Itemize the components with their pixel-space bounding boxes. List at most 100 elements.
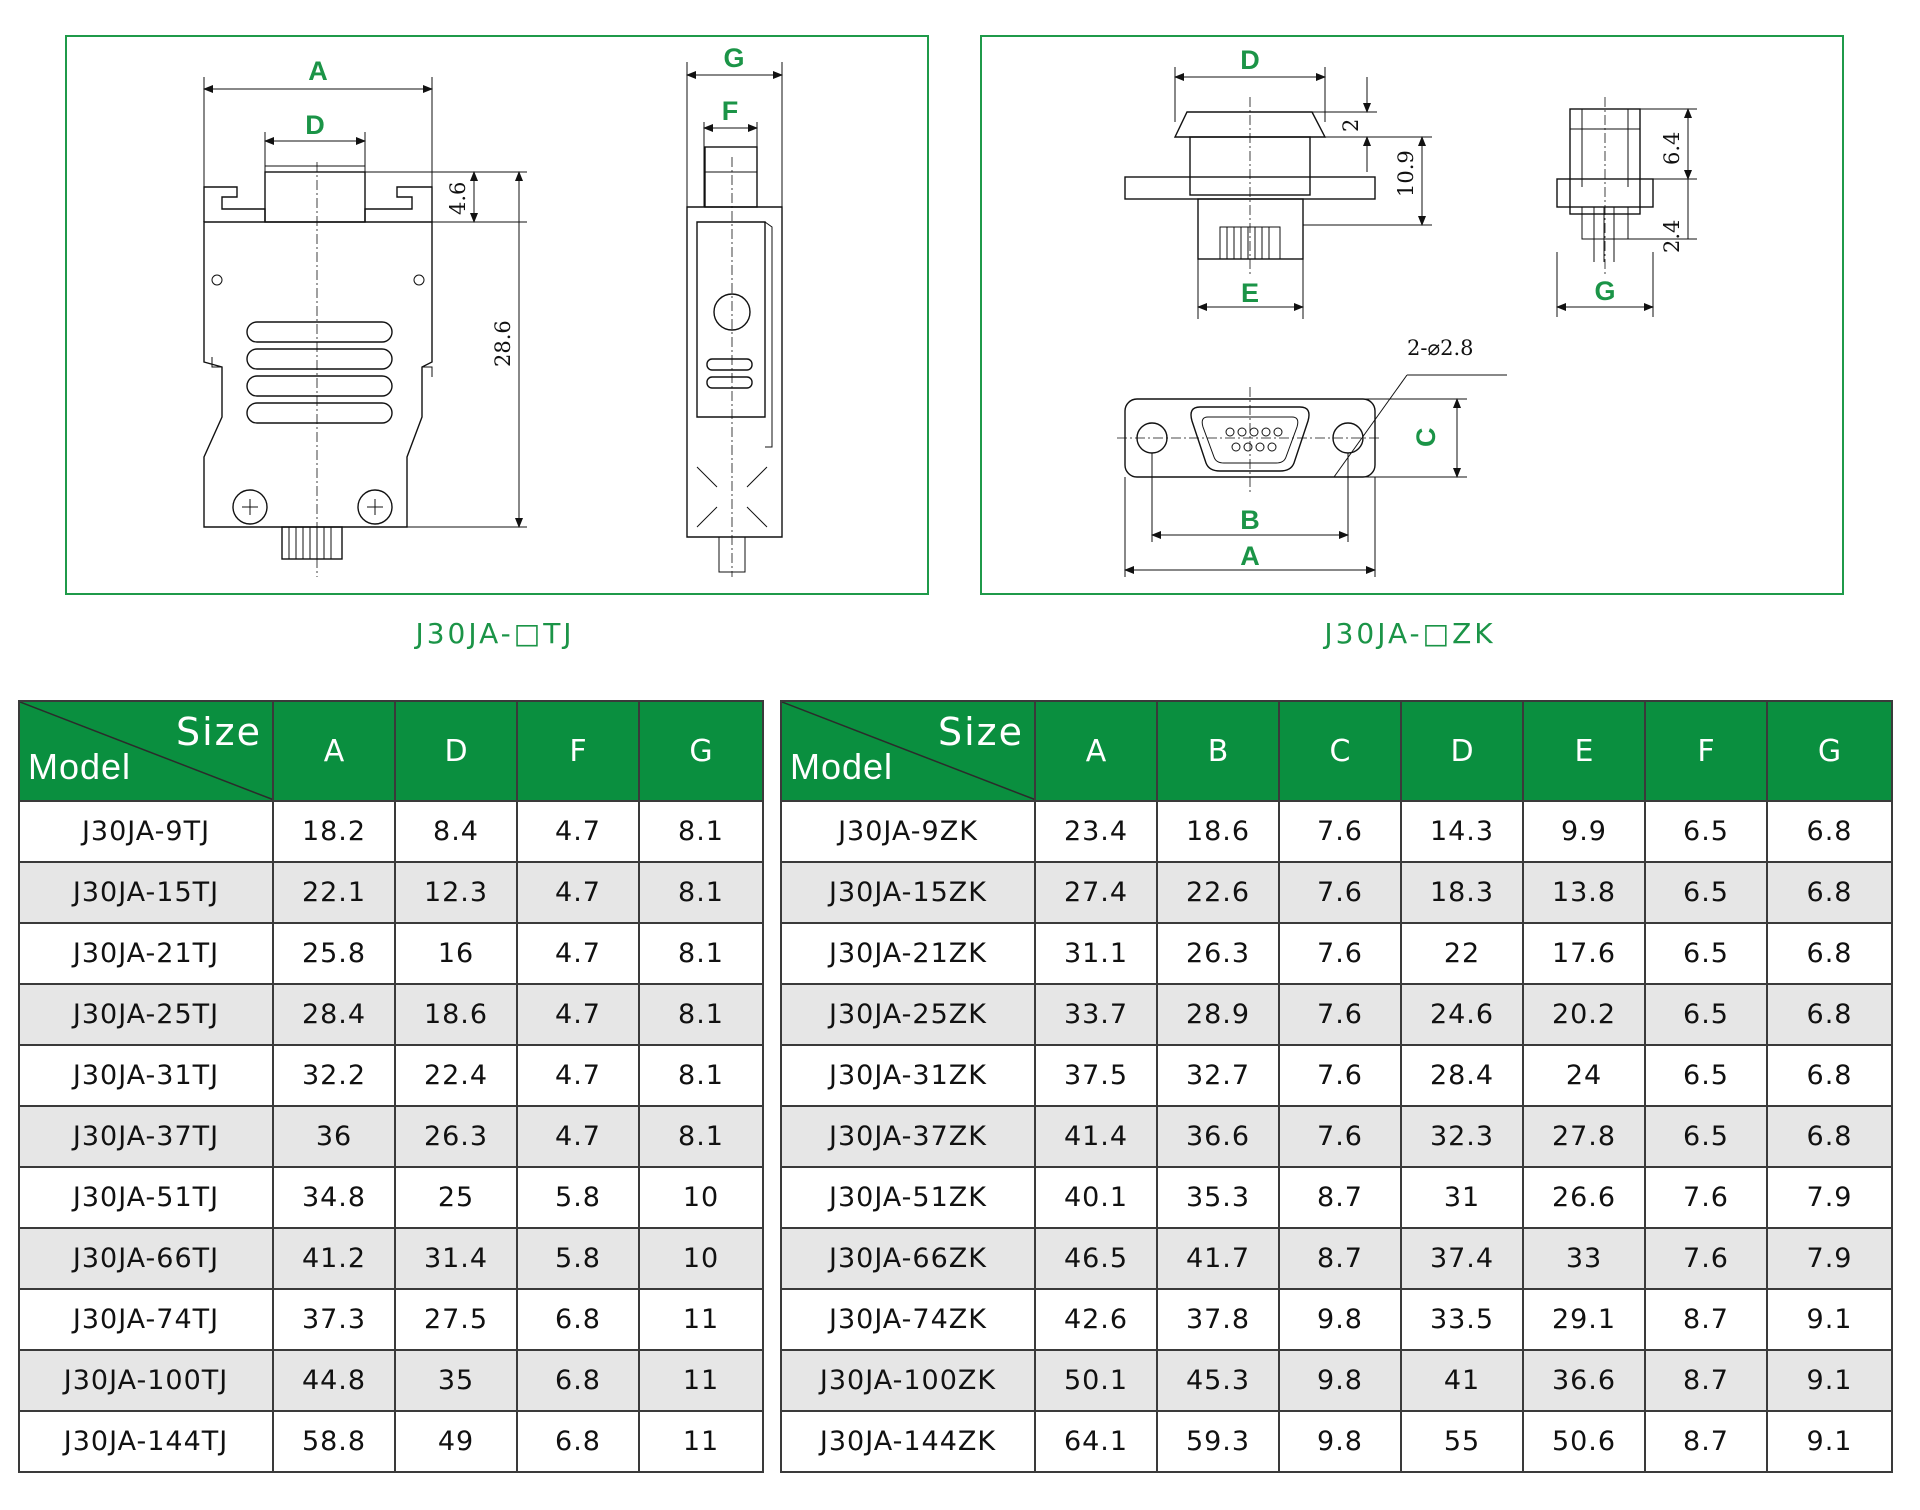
tj-dim-f-label: F [722, 96, 739, 126]
value-cell: 37.8 [1156, 1288, 1280, 1351]
value-cell: 42.6 [1034, 1288, 1158, 1351]
value-cell: 8.7 [1278, 1166, 1402, 1229]
column-header: E [1522, 700, 1646, 802]
value-cell: 8.1 [638, 983, 764, 1046]
value-cell: 29.1 [1522, 1288, 1646, 1351]
model-cell: J30JA-100ZK [780, 1349, 1036, 1412]
value-cell: 11 [638, 1349, 764, 1412]
value-cell: 8.1 [638, 861, 764, 924]
value-cell: 4.7 [516, 922, 640, 985]
zk-dim-2-4: 2.4 [1660, 220, 1684, 253]
tj-dim-g-label: G [723, 43, 744, 73]
value-cell: 6.8 [1766, 800, 1893, 863]
zk-drawing-panel: D E 2 10.9 6.4 2.4 G [980, 35, 1844, 595]
model-cell: J30JA-144TJ [18, 1410, 274, 1473]
value-cell: 55 [1400, 1410, 1524, 1473]
value-cell: 8.4 [394, 800, 518, 863]
value-cell: 17.6 [1522, 922, 1646, 985]
column-header: F [1644, 700, 1768, 802]
value-cell: 32.3 [1400, 1105, 1524, 1168]
value-cell: 8.1 [638, 1044, 764, 1107]
zk-dim-g-label: G [1594, 276, 1615, 306]
value-cell: 22.1 [272, 861, 396, 924]
value-cell: 6.8 [516, 1410, 640, 1473]
value-cell: 6.8 [516, 1288, 640, 1351]
value-cell: 25.8 [272, 922, 396, 985]
value-cell: 59.3 [1156, 1410, 1280, 1473]
value-cell: 35 [394, 1349, 518, 1412]
model-cell: J30JA-31TJ [18, 1044, 274, 1107]
corner-diagonal [783, 703, 1033, 799]
model-cell: J30JA-100TJ [18, 1349, 274, 1412]
value-cell: 9.8 [1278, 1288, 1402, 1351]
value-cell: 41.7 [1156, 1227, 1280, 1290]
value-cell: 27.8 [1522, 1105, 1646, 1168]
value-cell: 9.1 [1766, 1410, 1893, 1473]
corner-model-label: Model [790, 746, 894, 787]
value-cell: 8.1 [638, 922, 764, 985]
value-cell: 8.7 [1644, 1349, 1768, 1412]
value-cell: 32.2 [272, 1044, 396, 1107]
value-cell: 6.5 [1644, 1105, 1768, 1168]
value-cell: 33.7 [1034, 983, 1158, 1046]
value-cell: 33 [1522, 1227, 1646, 1290]
model-cell: J30JA-15ZK [780, 861, 1036, 924]
model-cell: J30JA-74TJ [18, 1288, 274, 1351]
value-cell: 6.5 [1644, 861, 1768, 924]
value-cell: 37.4 [1400, 1227, 1524, 1290]
zk-dim-6-4: 6.4 [1660, 132, 1684, 165]
model-cell: J30JA-51TJ [18, 1166, 274, 1229]
value-cell: 7.6 [1278, 1105, 1402, 1168]
tj-dim-4-6: 4.6 [446, 182, 470, 215]
column-header: G [1766, 700, 1893, 802]
value-cell: 18.6 [394, 983, 518, 1046]
value-cell: 6.5 [1644, 983, 1768, 1046]
value-cell: 41.4 [1034, 1105, 1158, 1168]
model-cell: J30JA-21ZK [780, 922, 1036, 985]
value-cell: 18.6 [1156, 800, 1280, 863]
value-cell: 25 [394, 1166, 518, 1229]
value-cell: 28.4 [272, 983, 396, 1046]
tj-drawing-panel: A D 4.6 28.6 G F [65, 35, 929, 595]
value-cell: 44.8 [272, 1349, 396, 1412]
model-cell: J30JA-25TJ [18, 983, 274, 1046]
value-cell: 18.2 [272, 800, 396, 863]
zk-dim-b-label: B [1240, 505, 1260, 535]
value-cell: 24 [1522, 1044, 1646, 1107]
value-cell: 7.6 [1278, 1044, 1402, 1107]
value-cell: 10 [638, 1166, 764, 1229]
table-corner-cell: Size Model [780, 700, 1036, 802]
tj-dim-a-label: A [308, 56, 328, 86]
value-cell: 6.5 [1644, 922, 1768, 985]
value-cell: 37.3 [272, 1288, 396, 1351]
value-cell: 24.6 [1400, 983, 1524, 1046]
value-cell: 7.6 [1278, 861, 1402, 924]
value-cell: 13.8 [1522, 861, 1646, 924]
zk-dim-d-label: D [1240, 45, 1260, 75]
value-cell: 20.2 [1522, 983, 1646, 1046]
value-cell: 64.1 [1034, 1410, 1158, 1473]
value-cell: 12.3 [394, 861, 518, 924]
value-cell: 7.9 [1766, 1166, 1893, 1229]
value-cell: 41.2 [272, 1227, 396, 1290]
zk-dim-e-label: E [1241, 278, 1259, 308]
value-cell: 28.9 [1156, 983, 1280, 1046]
value-cell: 7.6 [1278, 800, 1402, 863]
value-cell: 6.8 [1766, 1105, 1893, 1168]
